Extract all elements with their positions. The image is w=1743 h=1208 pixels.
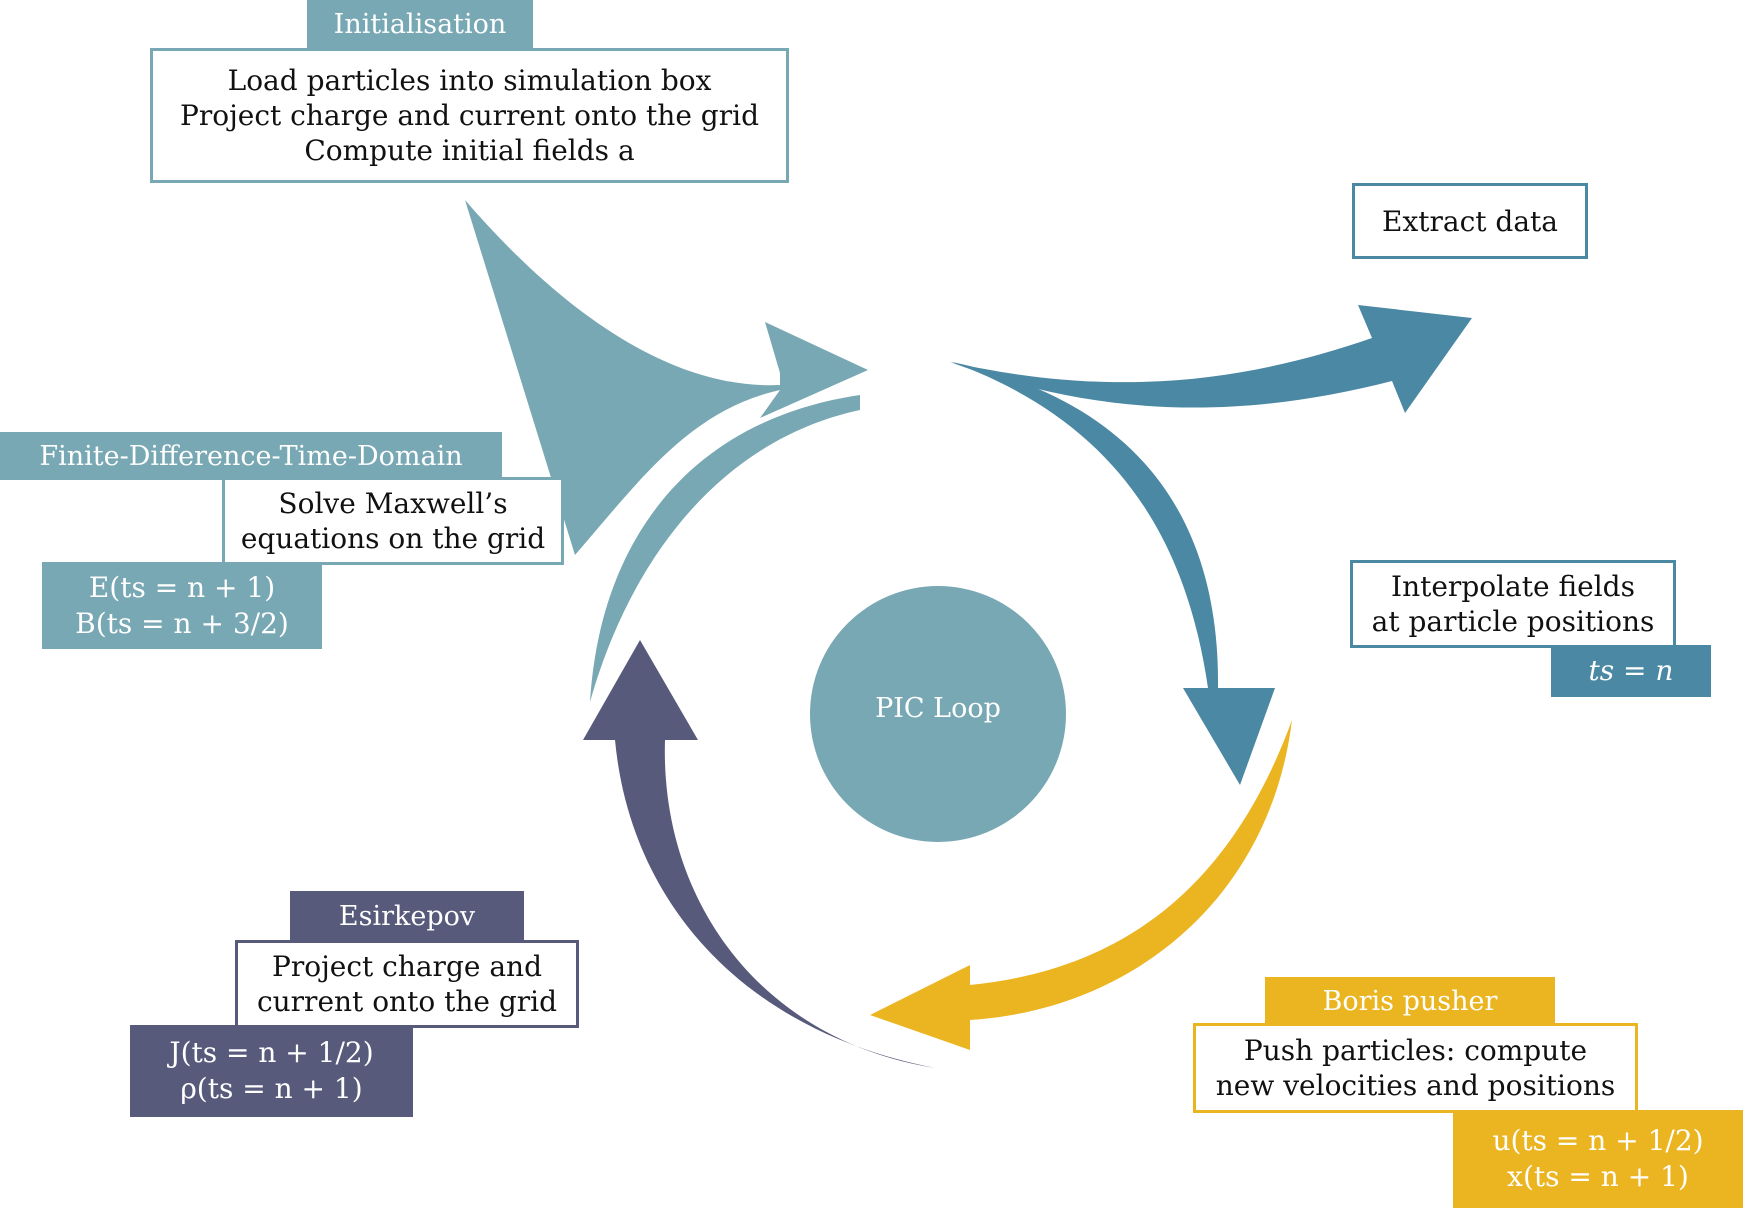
fdtd-title-text: Finite-Difference-Time-Domain <box>39 440 463 472</box>
extract-data-label: Extract data <box>1382 204 1558 238</box>
boris-title-text: Boris pusher <box>1322 985 1498 1017</box>
esirkepov-line: current onto the grid <box>256 985 558 1018</box>
boris-values: u(ts = n + 1/2) x(ts = n + 1) <box>1453 1110 1743 1208</box>
fdtd-to-top-arrow <box>590 395 860 702</box>
esirkepov-value: ρ(ts = n + 1) <box>180 1072 363 1105</box>
fdtd-title: Finite-Difference-Time-Domain <box>0 432 502 480</box>
esirkepov-values: J(ts = n + 1/2) ρ(ts = n + 1) <box>130 1025 413 1117</box>
extract-data-box: Extract data <box>1352 183 1588 259</box>
boris-value: x(ts = n + 1) <box>1507 1160 1689 1193</box>
extract-arrow <box>950 305 1472 413</box>
esirkepov-value: J(ts = n + 1/2) <box>169 1036 374 1069</box>
initialisation-box: Load particles into simulation box Proje… <box>150 48 789 183</box>
fdtd-line: Solve Maxwell’s <box>278 487 508 520</box>
interpolate-value: ts = n <box>1588 654 1674 687</box>
fdtd-line: equations on the grid <box>240 522 546 555</box>
esirkepov-line: Project charge and <box>271 950 542 983</box>
initialisation-arrow <box>465 200 868 555</box>
interpolate-to-boris-arrow <box>870 720 1292 1050</box>
initialisation-line: Compute initial fields a <box>304 134 635 167</box>
boris-title: Boris pusher <box>1265 977 1555 1025</box>
interpolate-line: Interpolate fields <box>1391 570 1635 603</box>
boris-line: new velocities and positions <box>1215 1069 1616 1102</box>
esirkepov-title: Esirkepov <box>290 891 524 941</box>
initialisation-title: Initialisation <box>307 0 533 48</box>
interpolate-values: ts = n <box>1551 645 1711 697</box>
boris-to-esirkepov-arrow <box>583 640 935 1068</box>
pic-loop-label: PIC Loop <box>875 693 1001 724</box>
boris-line: Push particles: compute <box>1243 1034 1588 1067</box>
fdtd-values: E(ts = n + 1) B(ts = n + 3/2) <box>42 562 322 649</box>
initialisation-title-text: Initialisation <box>333 8 507 40</box>
fdtd-value: E(ts = n + 1) <box>88 570 276 604</box>
initialisation-line: Load particles into simulation box <box>227 64 712 97</box>
boris-box: Push particles: compute new velocities a… <box>1193 1023 1638 1113</box>
pic-loop-circle <box>810 586 1066 842</box>
interpolate-line: at particle positions <box>1371 605 1655 638</box>
esirkepov-box: Project charge and current onto the grid <box>235 940 579 1028</box>
esirkepov-title-text: Esirkepov <box>338 900 476 932</box>
top-to-interpolate-arrow <box>952 362 1275 785</box>
boris-value: u(ts = n + 1/2) <box>1492 1124 1704 1157</box>
fdtd-box: Solve Maxwell’s equations on the grid <box>222 477 564 565</box>
initialisation-line: Project charge and current onto the grid <box>180 99 759 132</box>
interpolate-box: Interpolate fields at particle positions <box>1350 560 1676 648</box>
fdtd-value: B(ts = n + 3/2) <box>75 606 289 640</box>
